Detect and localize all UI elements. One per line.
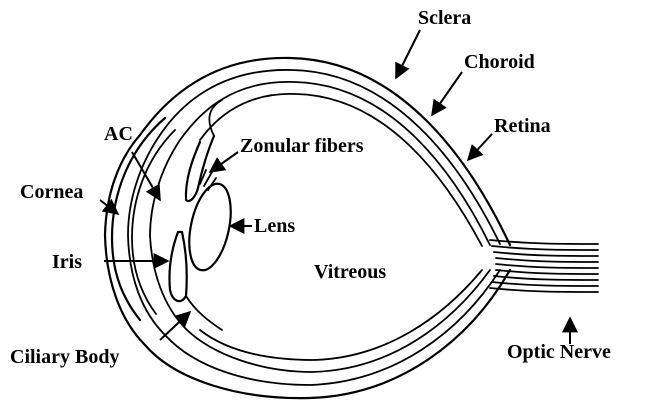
sclera-arrow (396, 30, 420, 78)
cornea-group (112, 118, 175, 320)
iris-lower (169, 232, 186, 301)
sclera-outline (105, 58, 510, 398)
label-retina: Retina (494, 115, 551, 137)
choroid-arrow (432, 72, 462, 115)
retina-outline (150, 82, 490, 372)
label-lens: Lens (254, 215, 295, 237)
lens-shape (182, 180, 237, 274)
inner-retina (200, 94, 482, 246)
label-cornea: Cornea (20, 181, 83, 203)
optic-nerve-bundle (490, 240, 598, 292)
label-sclera: Sclera (418, 7, 471, 29)
iris-upper (186, 136, 214, 201)
cornea-inner (132, 130, 175, 314)
cornea-outer (112, 118, 165, 320)
iris-group (169, 100, 222, 330)
zonular-arrow (210, 152, 238, 172)
retina-arrow (468, 134, 492, 160)
label-choroid: Choroid (464, 51, 535, 73)
label-vitreous: Vitreous (314, 261, 386, 283)
label-ciliary: Ciliary Body (10, 346, 119, 368)
choroid-outline (128, 70, 500, 385)
label-ac: AC (104, 123, 133, 145)
label-iris: Iris (52, 251, 82, 273)
label-zonular: Zonular fibers (240, 135, 364, 157)
inner-retina-bottom (200, 270, 482, 360)
label-optic: Optic Nerve (507, 341, 611, 363)
sclera-layer (105, 58, 510, 398)
ciliary-lower (186, 296, 222, 330)
